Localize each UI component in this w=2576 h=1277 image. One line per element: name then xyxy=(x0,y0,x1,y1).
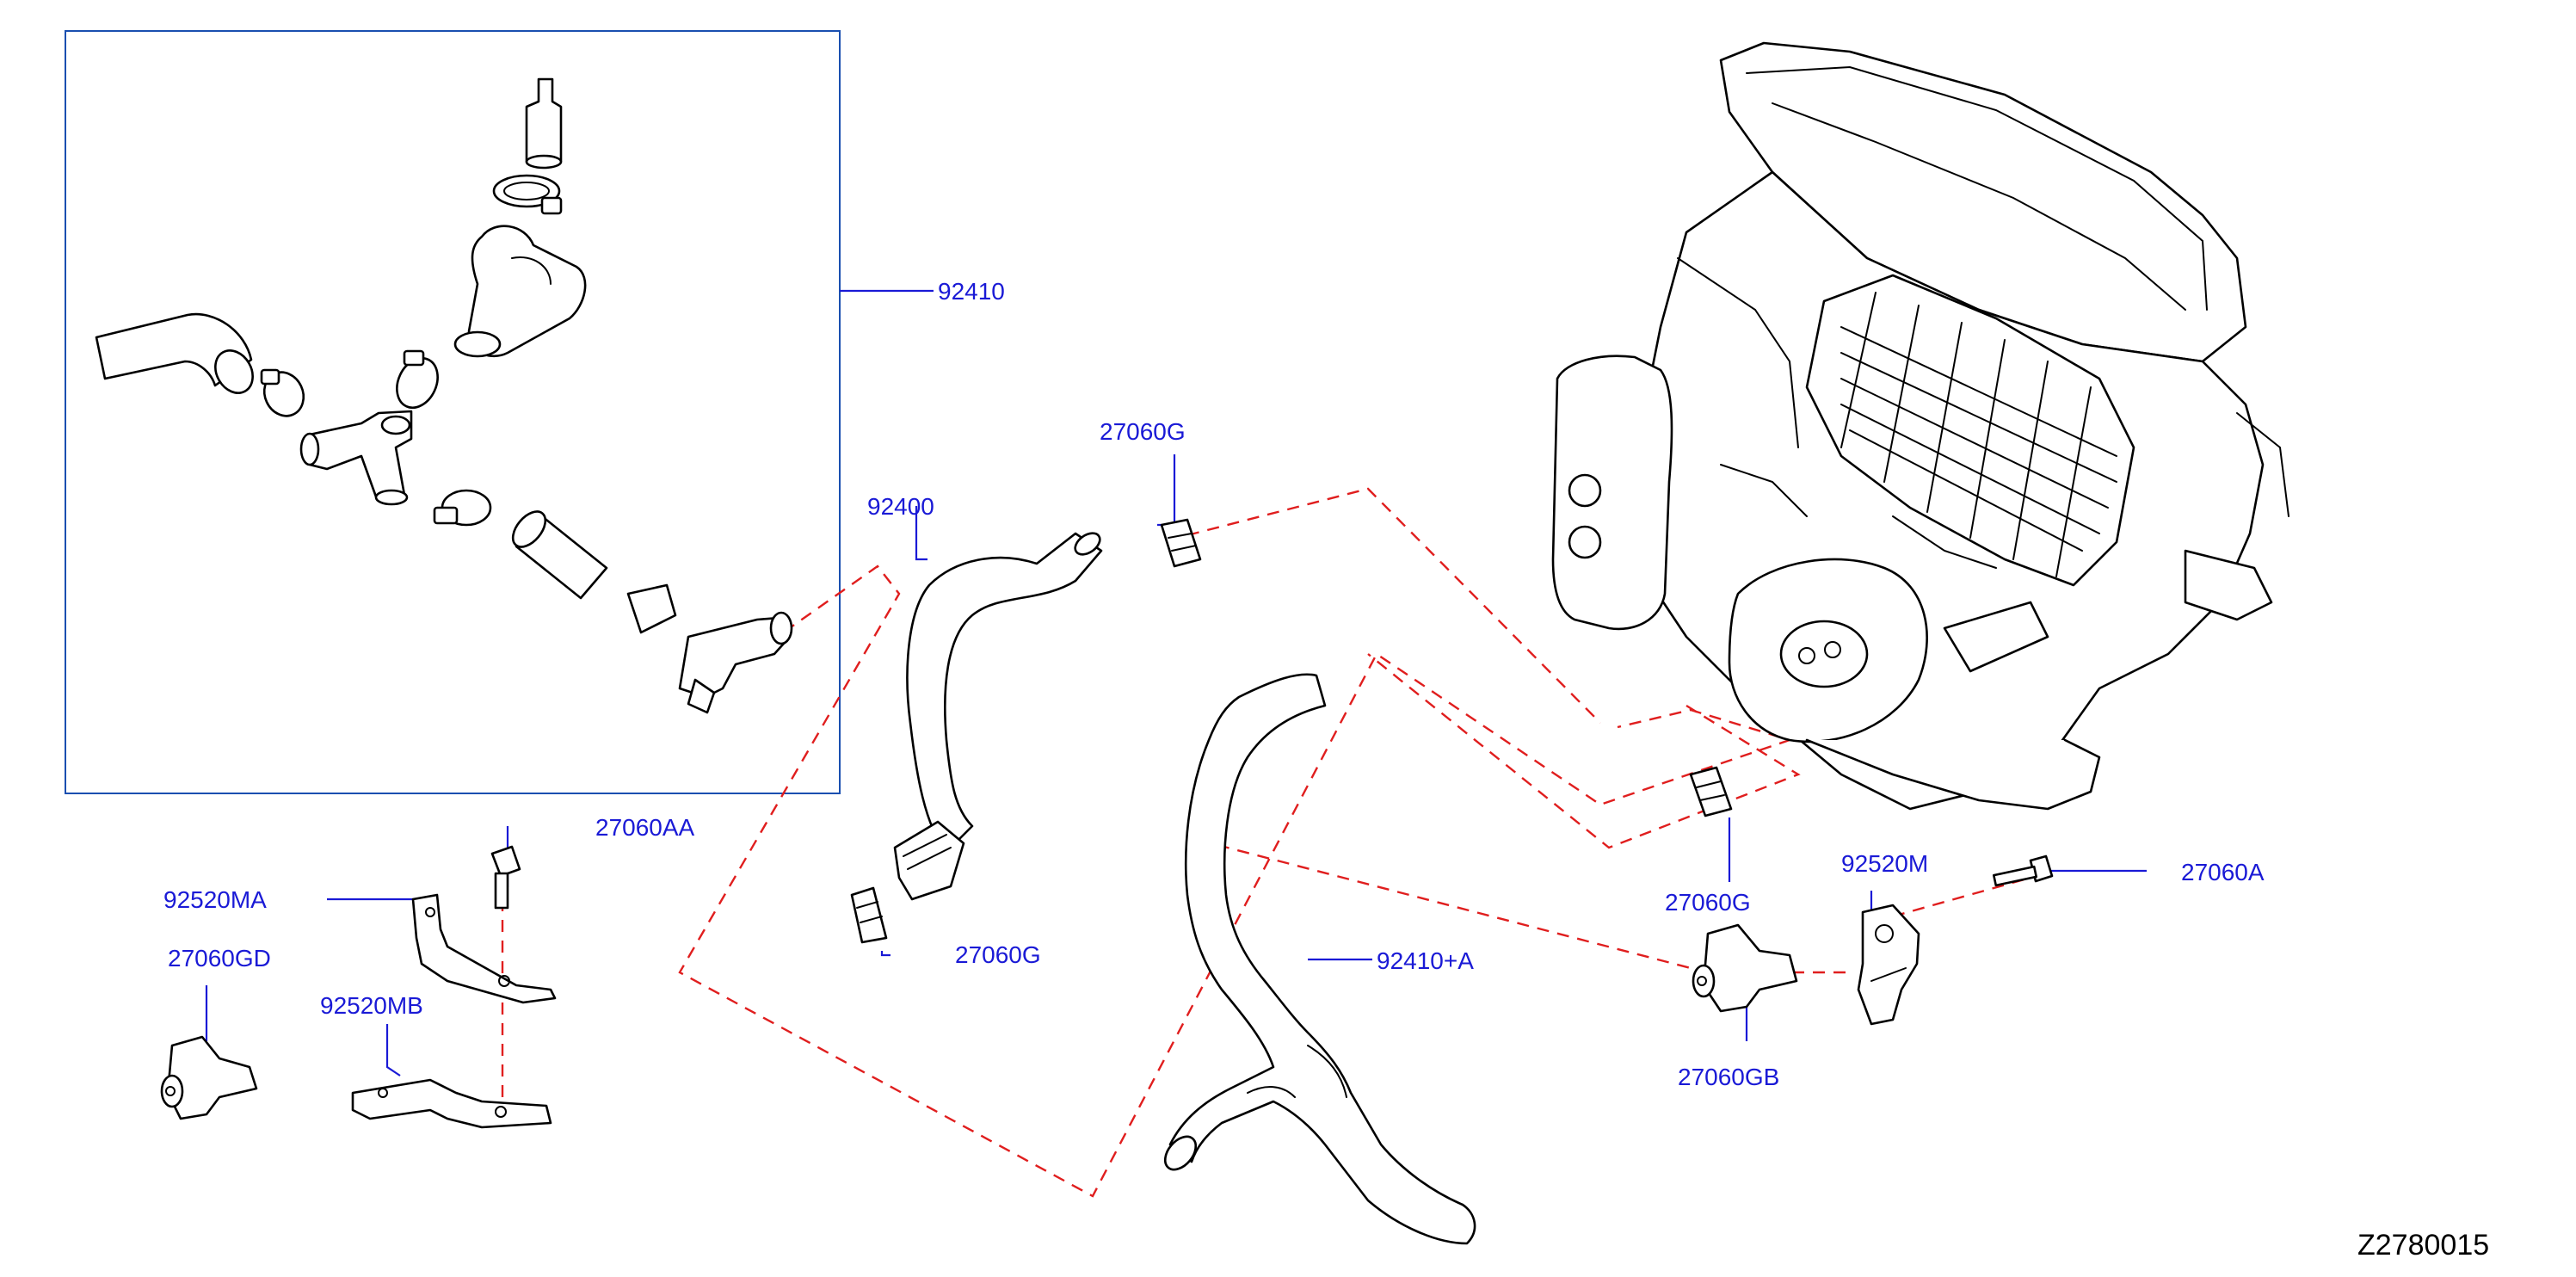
clamp-27060GB xyxy=(1692,923,1798,1013)
bolt-27060A xyxy=(1992,854,2054,887)
clip-27060G-mid xyxy=(850,886,888,944)
label-92410: 92410 xyxy=(938,278,1005,305)
label-92520MB: 92520MB xyxy=(320,992,423,1019)
bolt-27060AA xyxy=(490,845,521,910)
label-27060G-right: 27060G xyxy=(1665,889,1751,916)
label-27060G-mid: 27060G xyxy=(955,941,1041,968)
group-box-92410 xyxy=(65,30,841,794)
bracket-92520MA xyxy=(411,893,557,1004)
label-27060G-top: 27060G xyxy=(1100,418,1186,445)
label-92520M: 92520M xyxy=(1841,850,1929,877)
label-27060AA: 27060AA xyxy=(595,814,695,841)
bracket-92520MB xyxy=(351,1078,552,1129)
label-27060GB: 27060GB xyxy=(1678,1064,1780,1090)
bracket-92520M xyxy=(1857,904,1920,1026)
label-27060GD: 27060GD xyxy=(168,945,271,972)
heater-unit-assembly xyxy=(1551,41,2289,811)
label-92410A: 92410+A xyxy=(1377,947,1474,974)
diagram-id: Z2780015 xyxy=(2357,1229,2490,1262)
clip-27060G-top xyxy=(1160,518,1202,568)
clip-27060G-right xyxy=(1689,766,1733,817)
leader-lines xyxy=(205,289,2147,1077)
hose-92410A xyxy=(1163,673,1476,1245)
label-27060A: 27060A xyxy=(2181,859,2265,885)
label-92400: 92400 xyxy=(867,493,934,520)
clamp-27060GD xyxy=(160,1035,258,1120)
hose-92400 xyxy=(893,532,1103,901)
hose-kit-92410-parts xyxy=(95,77,793,714)
label-92520MA: 92520MA xyxy=(163,886,267,913)
